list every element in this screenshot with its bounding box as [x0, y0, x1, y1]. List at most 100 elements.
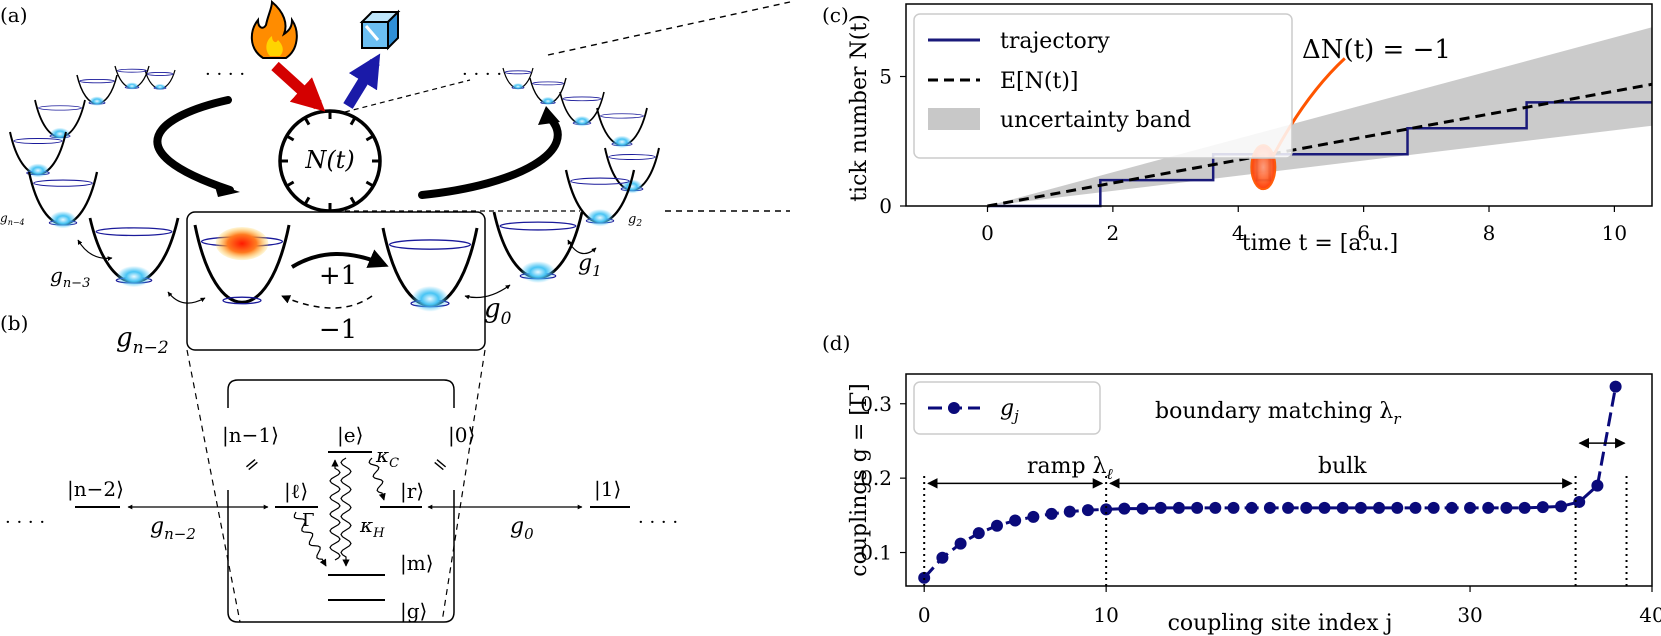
x-tick-label: 0 — [981, 221, 994, 245]
panel-c-label: (c) — [822, 3, 849, 27]
g-series-point — [1245, 501, 1258, 514]
clock-tick — [303, 116, 311, 126]
g0-sub: 0 — [501, 309, 512, 329]
g-series-point — [1191, 501, 1204, 514]
cold-arrow — [343, 53, 381, 109]
cold-blob — [125, 82, 139, 90]
panel-b: (b) |n−2⟩ |n−1⟩ |0⟩ |1⟩ |e⟩ |ℓ⟩ |r⟩ |m⟩ … — [0, 311, 678, 624]
svg-text:g2: g2 — [628, 212, 642, 229]
y-axis-label: couplings g = [Γ] — [847, 383, 872, 576]
potential-well — [193, 224, 291, 305]
gn2-label: g — [116, 323, 133, 353]
well-level-upper — [38, 105, 82, 111]
forward-tick-arrow — [290, 249, 389, 269]
ramp-label: ramp λℓ — [1027, 454, 1113, 483]
gn2-sub: n−2 — [133, 338, 169, 358]
potential-well — [27, 171, 99, 229]
svg-text:gn−2: gn−2 — [116, 323, 169, 358]
g-series-point — [936, 551, 949, 564]
cold-blob — [154, 83, 166, 91]
inset-wells — [193, 224, 479, 312]
coupling-arrow-g1 — [567, 239, 597, 255]
cold-blob — [540, 96, 556, 106]
x-tick-label: 2 — [1107, 221, 1120, 245]
x-tick-label: 40 — [1639, 603, 1661, 627]
zoom-line-b-left — [186, 349, 241, 623]
coupling-labels: g0 g1 g2 gn−2 gn−3 gn−4 — [0, 211, 642, 358]
b-gn2-sub: n−2 — [164, 525, 196, 543]
legend-box — [913, 13, 1293, 159]
legend-d: gj — [913, 381, 1101, 435]
g-series-point — [1354, 501, 1367, 514]
bracket-bottom — [227, 490, 455, 623]
potential-well — [529, 77, 567, 106]
ellipsis-right: · · · · — [462, 64, 502, 85]
legend-marker-g — [948, 402, 960, 414]
cold-blob — [49, 211, 77, 229]
cold-blob — [612, 135, 632, 149]
cold-blob — [573, 115, 591, 127]
clock-label: N(t) — [304, 146, 354, 174]
expectation-line — [987, 82, 1653, 208]
backward-tick-arrow — [281, 295, 373, 309]
b-g0-label: g — [510, 514, 524, 539]
g2-sub: 2 — [635, 219, 642, 229]
potential-well — [144, 69, 176, 91]
cold-blob — [50, 127, 70, 141]
panel-b-label: (b) — [0, 311, 28, 335]
plus-one-label: +1 — [319, 261, 357, 291]
state-g: |g⟩ — [400, 599, 427, 624]
g-series-point — [1282, 501, 1295, 514]
g-series-point — [1172, 501, 1185, 514]
y-tick-label: 5 — [879, 65, 892, 89]
y-tick-label: 0.1 — [860, 541, 892, 565]
g-series-point — [1009, 514, 1022, 527]
ellipsis-b-right: · · · · — [638, 512, 678, 533]
potential-well — [114, 65, 150, 90]
x-tick-label: 0 — [918, 603, 931, 627]
g-series-point — [1209, 501, 1222, 514]
well-curve — [193, 224, 291, 304]
state-n2: |n−2⟩ — [67, 477, 124, 502]
svg-text:g0: g0 — [510, 514, 534, 543]
decay-kh-arrow — [340, 457, 352, 567]
decay-kc-arrow — [368, 457, 386, 501]
well-level-upper — [33, 179, 93, 187]
state-zero: |0⟩ — [448, 423, 475, 448]
g-series-point — [1482, 501, 1495, 514]
well-level-upper — [608, 154, 656, 160]
svg-text:κC: κC — [375, 443, 399, 471]
potential-well — [559, 91, 605, 127]
g-series-point — [1227, 501, 1240, 514]
potential-well — [9, 131, 67, 178]
cold-blob — [512, 83, 524, 90]
cold-blob — [116, 265, 152, 288]
well-level-upper — [562, 96, 602, 102]
state-r: |r⟩ — [400, 479, 424, 504]
potential-well — [381, 227, 479, 312]
flow-arrow-right — [418, 114, 562, 199]
g-series-point — [1081, 504, 1094, 517]
g-series-point — [1391, 501, 1404, 514]
coupling-arrow-gn3 — [77, 239, 113, 261]
clock-dash-top — [344, 79, 471, 113]
x-tick-label: 10 — [1602, 221, 1627, 245]
g-series-point — [1063, 505, 1076, 518]
equals-right: = — [428, 452, 453, 478]
clock-tick — [285, 180, 295, 188]
state-one: |1⟩ — [594, 477, 621, 502]
potential-well — [564, 169, 636, 227]
g1-sub: 1 — [592, 262, 602, 280]
g-series-point — [1136, 502, 1149, 515]
well-level-upper — [95, 227, 173, 237]
jump-annotation: ΔN(t) = −1 — [1302, 35, 1451, 65]
well-level-upper — [600, 113, 644, 119]
state-e: |e⟩ — [337, 423, 363, 448]
well-level-upper — [499, 221, 577, 231]
bulk-label: bulk — [1318, 454, 1367, 479]
